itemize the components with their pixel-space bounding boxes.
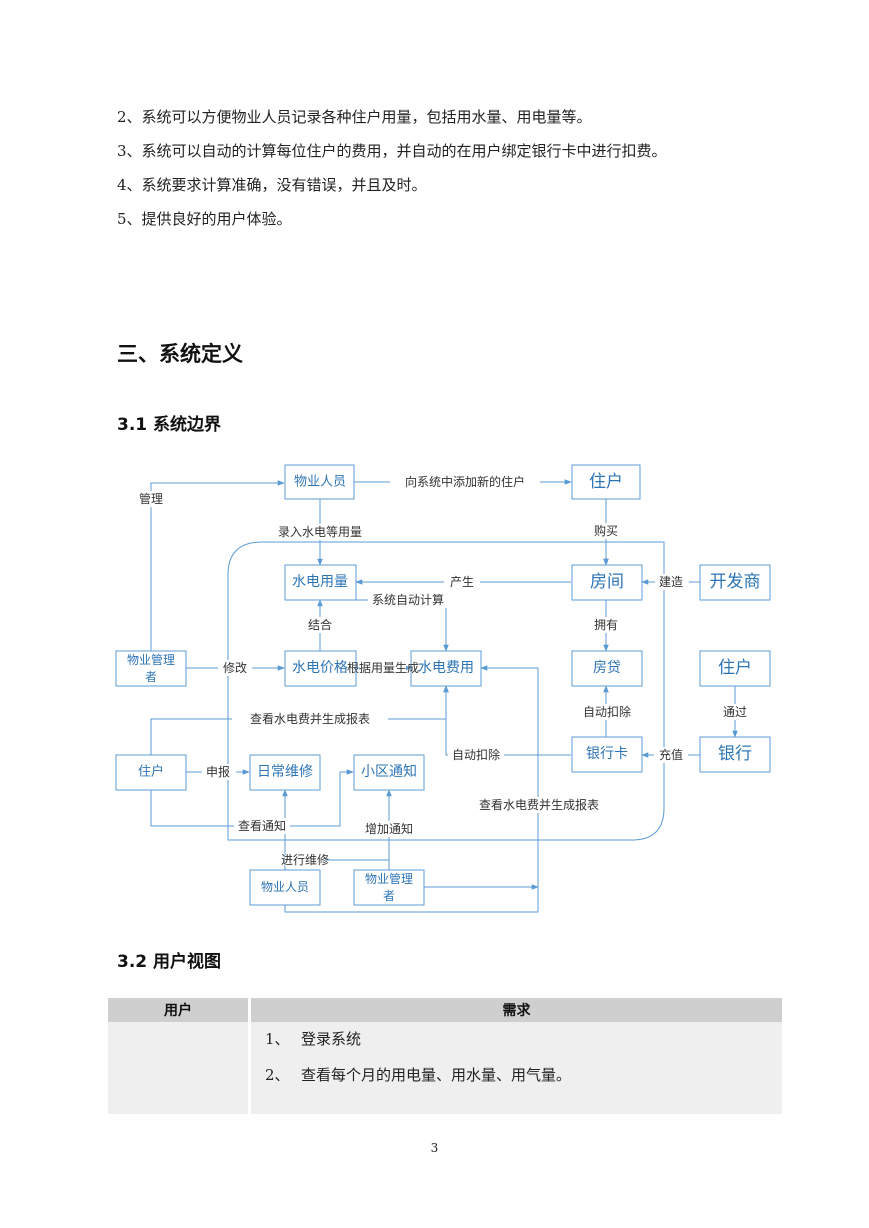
- node-xiaoqu-tongzhi: [353, 754, 425, 791]
- label-zengjia-tongzhi: 增加通知: [365, 822, 413, 836]
- table-header-requirement: 需求: [251, 998, 782, 1022]
- label-xiugai: 修改: [223, 660, 247, 675]
- node-shuidian-feiyong: [410, 650, 482, 687]
- node-zhuhu-right: [699, 650, 771, 687]
- requirement-line-4: 4、系统要求计算准确，没有错误，并且及时。: [117, 176, 427, 194]
- label-chakan-baobiao-left: 查看水电费并生成报表: [250, 711, 370, 726]
- label-tianjia-zhuhu: 向系统中添加新的住户: [405, 474, 525, 489]
- label-zidong-jisuan: 系统自动计算: [372, 592, 444, 607]
- requirement-item: 1、登录系统: [265, 1030, 362, 1048]
- node-wuye-top-label: 物业人员: [294, 475, 346, 490]
- node-wuye-guanli-bottom: [353, 869, 425, 906]
- label-chakan-tongzhi: 查看通知: [238, 819, 286, 833]
- node-zhuhu-left-label: 住户: [138, 764, 164, 780]
- node-yinhang: [699, 736, 771, 773]
- node-wuye-bottom: [249, 869, 321, 906]
- section-title: 三、系统定义: [117, 342, 243, 366]
- node-wuye-guanli-left-label-2: 者: [145, 670, 157, 684]
- label-jianzao: 建造: [659, 575, 683, 589]
- label-jiehe: 结合: [308, 617, 332, 632]
- node-richang-weixiu: [249, 754, 321, 791]
- node-yinhangka: [571, 736, 643, 773]
- node-wuye-guanli-left: [115, 650, 187, 687]
- subsection-title-boundary: 3.1 系统边界: [117, 415, 222, 435]
- table-header-user: 用户: [108, 998, 248, 1022]
- node-wuye-top: [284, 464, 355, 500]
- node-wuye-bottom-label: 物业人员: [261, 880, 309, 894]
- label-zidong-kouchu: 自动扣除: [452, 747, 500, 762]
- label-chakan-baobiao-bottom: 查看水电费并生成报表: [479, 797, 599, 812]
- node-fangdai: [571, 650, 643, 687]
- node-shuidian-jiage: [284, 650, 357, 687]
- diagram-edge-labels: 管理 向系统中添加新的住户 录入水电等用量 购买 产生 建造 系统自动计算 结合…: [134, 474, 752, 867]
- table-row: 1、登录系统 2、查看每个月的用电量、用水量、用气量。: [108, 1022, 782, 1114]
- node-kaifashang: [699, 564, 771, 601]
- label-goumai: 购买: [594, 523, 618, 538]
- label-chansheng: 产生: [450, 575, 474, 589]
- node-zhuhu-top-label: 住户: [589, 472, 623, 492]
- label-chongzhi: 充值: [659, 747, 683, 762]
- page-number: 3: [430, 1141, 439, 1155]
- node-zhuhu-right-label: 住户: [718, 658, 752, 678]
- node-fangjian: [571, 564, 643, 601]
- node-wuye-guanli-bottom-label-1: 物业管理: [365, 871, 413, 886]
- node-richang-weixiu-label: 日常维修: [257, 764, 313, 780]
- node-zhuhu-top: [571, 464, 641, 500]
- label-jiage-small: 根据用量生成: [347, 661, 419, 675]
- node-kaifashang-label: 开发商: [710, 572, 761, 592]
- node-xiaoqu-tongzhi-label: 小区通知: [361, 763, 417, 780]
- user-requirements-table: 用户 需求 1、登录系统 2、查看每个月的用电量、用水量、用气量。: [108, 998, 782, 1114]
- diagram-edges: [150, 479, 738, 913]
- label-zidong-kouchu-fangdai: 自动扣除: [583, 704, 631, 719]
- system-boundary-diagram: 物业人员 住户 水电用量 房间 开发商 物业管理 者 水电价格 水电费用 房贷 …: [115, 464, 771, 913]
- node-wuye-guanli-left-label-1: 物业管理: [127, 652, 175, 667]
- label-shenbao: 申报: [206, 764, 230, 779]
- node-shuidian-feiyong-label: 水电费用: [418, 660, 474, 676]
- diagram-nodes: 物业人员 住户 水电用量 房间 开发商 物业管理 者 水电价格 水电费用 房贷 …: [115, 464, 771, 906]
- label-yongyou: 拥有: [594, 618, 618, 632]
- node-zhuhu-left: [115, 754, 187, 791]
- subsection-title-user-view: 3.2 用户视图: [117, 952, 222, 972]
- label-luru: 录入水电等用量: [278, 525, 362, 539]
- label-jinxing-weixiu: 进行维修: [281, 852, 329, 867]
- node-wuye-guanli-bottom-label-2: 者: [383, 889, 395, 903]
- node-fangjian-label: 房间: [590, 572, 624, 592]
- node-shuidian-yongliang-label: 水电用量: [292, 574, 348, 590]
- label-tongguo: 通过: [723, 705, 747, 719]
- node-fangdai-label: 房贷: [593, 660, 621, 676]
- node-shuidian-yongliang: [284, 564, 357, 601]
- requirement-line-5: 5、提供良好的用户体验。: [117, 210, 292, 228]
- requirement-line-3: 3、系统可以自动的计算每位住户的费用，并自动的在用户绑定银行卡中进行扣费。: [117, 142, 667, 160]
- requirement-item: 2、查看每个月的用电量、用水量、用气量。: [265, 1066, 572, 1084]
- node-shuidian-jiage-label: 水电价格: [292, 660, 348, 676]
- requirement-line-2: 2、系统可以方便物业人员记录各种住户用量，包括用水量、用电量等。: [117, 108, 592, 126]
- table-cell-user: [108, 1022, 248, 1114]
- label-guanli: 管理: [139, 491, 163, 506]
- table-cell-requirements: 1、登录系统 2、查看每个月的用电量、用水量、用气量。: [251, 1022, 782, 1114]
- node-yinhang-label: 银行: [718, 744, 752, 764]
- node-yinhangka-label: 银行卡: [586, 746, 628, 762]
